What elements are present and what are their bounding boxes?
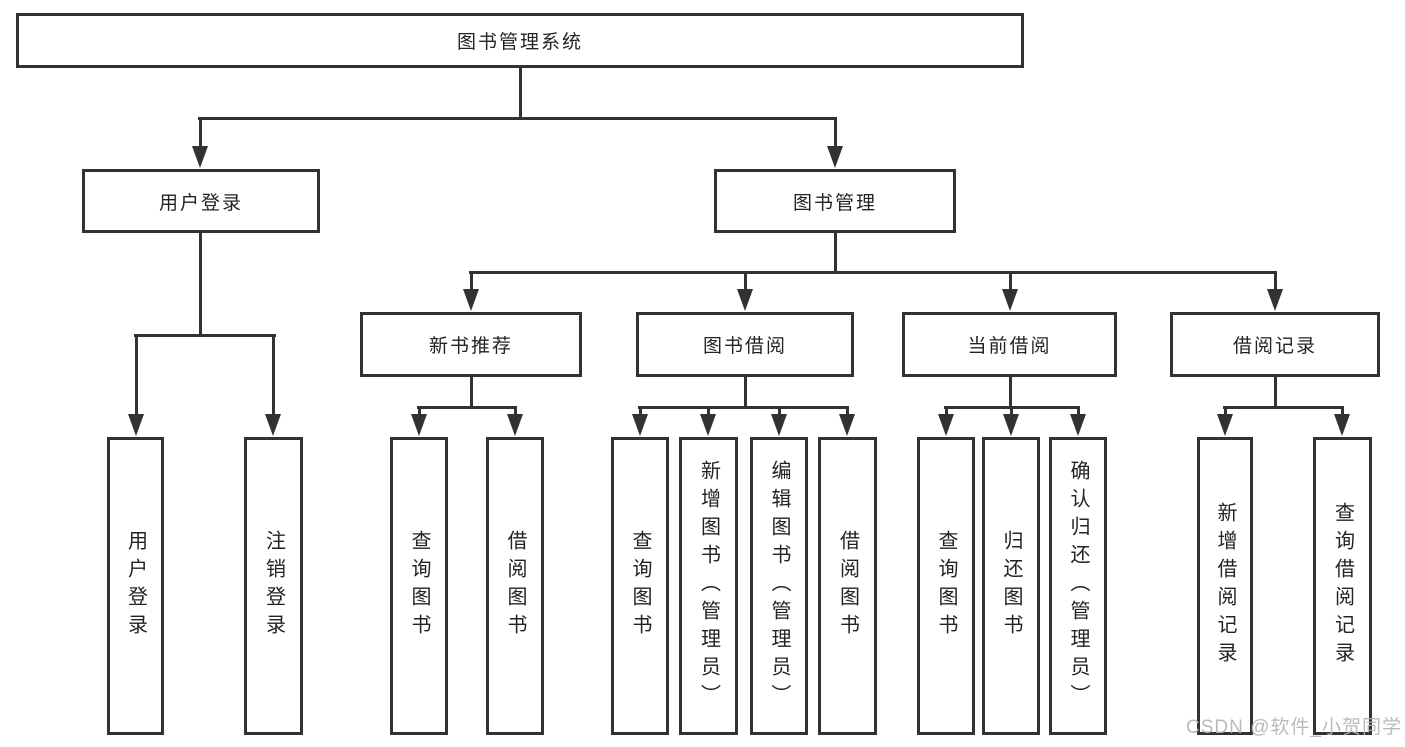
connector-line [777, 406, 781, 418]
node-label: 新增借阅记录 [1214, 502, 1236, 670]
node-label: 注销登录 [262, 530, 285, 642]
node-label: 查询图书 [408, 530, 430, 642]
node-new-book-recommend: 新书推荐 [360, 312, 582, 377]
connector-line [134, 334, 276, 337]
connector-line [198, 117, 837, 120]
connector-line [271, 334, 275, 416]
node-label: 查询图书 [935, 530, 957, 642]
connector-line [1008, 377, 1012, 409]
leaf-borrow-books-recommend: 借阅图书 [486, 437, 544, 735]
node-label: 借阅图书 [504, 530, 526, 642]
arrowhead-icon [632, 414, 648, 436]
node-book-management: 图书管理 [714, 169, 956, 233]
node-current-borrow: 当前借阅 [902, 312, 1117, 377]
arrowhead-icon [265, 414, 281, 436]
arrowhead-icon [1002, 289, 1018, 311]
connector-line [134, 334, 138, 416]
connector-line [469, 271, 473, 291]
connector-line [1223, 406, 1344, 409]
connector-line [638, 406, 849, 409]
connector-line [198, 233, 202, 337]
leaf-add-borrow-record: 新增借阅记录 [1197, 437, 1253, 735]
node-borrow-records: 借阅记录 [1170, 312, 1380, 377]
leaf-confirm-return-admin: 确认归还（管理员） [1049, 437, 1107, 735]
connector-line [417, 406, 421, 418]
node-label: 用户登录 [158, 192, 243, 214]
connector-line [1223, 406, 1227, 418]
leaf-return-books: 归还图书 [982, 437, 1040, 735]
arrowhead-icon [128, 414, 144, 436]
leaf-user-login: 用户登录 [107, 437, 164, 735]
node-label: 新书推荐 [428, 336, 513, 357]
connector-line [469, 377, 473, 409]
connector-line [469, 271, 1277, 274]
node-label: 借阅记录 [1232, 336, 1317, 357]
arrowhead-icon [463, 289, 479, 311]
connector-line [513, 406, 517, 418]
leaf-logout: 注销登录 [244, 437, 303, 735]
arrowhead-icon [1003, 414, 1019, 436]
arrowhead-icon [737, 289, 753, 311]
leaf-query-borrow-record: 查询借阅记录 [1313, 437, 1372, 735]
connector-line [1340, 406, 1344, 418]
node-user-login: 用户登录 [82, 169, 320, 233]
node-label: 编辑图书（管理员） [768, 460, 790, 712]
node-label: 图书管理系统 [456, 32, 583, 53]
node-book-borrow: 图书借阅 [636, 312, 854, 377]
leaf-query-books-borrow: 查询图书 [611, 437, 669, 735]
connector-line [1273, 377, 1277, 409]
connector-line [833, 117, 837, 148]
node-label: 用户登录 [124, 530, 147, 642]
node-label: 借阅图书 [836, 530, 859, 642]
leaf-query-books-current: 查询图书 [917, 437, 975, 735]
arrowhead-icon [839, 414, 855, 436]
node-label: 查询图书 [629, 530, 651, 642]
watermark-text: CSDN @软件_小贺同学 [1186, 717, 1402, 738]
leaf-borrow-books: 借阅图书 [818, 437, 877, 735]
leaf-edit-book-admin: 编辑图书（管理员） [750, 437, 808, 735]
connector-line [1273, 271, 1277, 291]
arrowhead-icon [827, 146, 843, 168]
connector-line [833, 233, 837, 274]
node-label: 新增图书（管理员） [697, 460, 720, 712]
leaf-add-book-admin: 新增图书（管理员） [679, 437, 738, 735]
connector-line [706, 406, 710, 418]
node-label: 确认归还（管理员） [1067, 460, 1089, 712]
node-label: 归还图书 [1000, 530, 1022, 642]
arrowhead-icon [1334, 414, 1350, 436]
connector-line [638, 406, 642, 418]
node-root: 图书管理系统 [16, 13, 1024, 68]
arrowhead-icon [1217, 414, 1233, 436]
connector-line [743, 271, 747, 291]
connector-line [1008, 271, 1012, 291]
arrowhead-icon [411, 414, 427, 436]
node-label: 图书借阅 [702, 336, 787, 357]
leaf-query-books-recommend: 查询图书 [390, 437, 448, 735]
arrowhead-icon [1267, 289, 1283, 311]
connector-line [1009, 406, 1013, 418]
connector-line [944, 406, 948, 418]
arrowhead-icon [507, 414, 523, 436]
arrowhead-icon [771, 414, 787, 436]
arrowhead-icon [700, 414, 716, 436]
node-label: 查询借阅记录 [1331, 502, 1354, 670]
connector-line [417, 406, 517, 409]
arrowhead-icon [1070, 414, 1086, 436]
connector-line [743, 377, 747, 409]
arrowhead-icon [938, 414, 954, 436]
node-label: 当前借阅 [967, 336, 1052, 357]
connector-line [198, 117, 202, 148]
connector-line [1076, 406, 1080, 418]
connector-line [845, 406, 849, 418]
node-label: 图书管理 [792, 192, 877, 214]
arrowhead-icon [192, 146, 208, 168]
connector-line [518, 68, 522, 120]
